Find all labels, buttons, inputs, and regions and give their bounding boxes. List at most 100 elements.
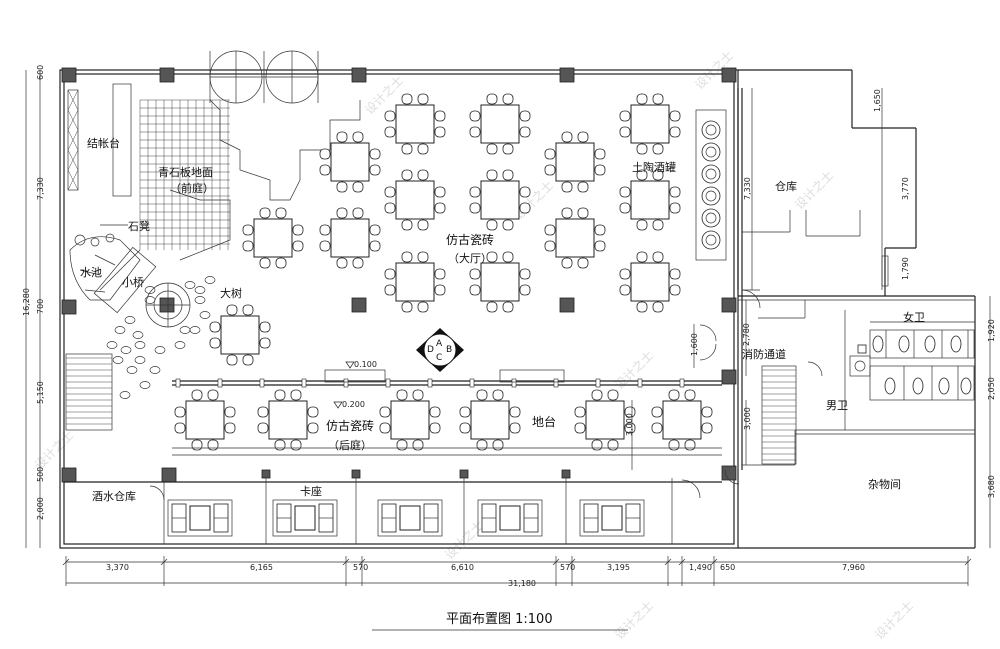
pebble xyxy=(139,381,151,389)
chair xyxy=(417,219,429,231)
table-top xyxy=(480,104,520,144)
chair xyxy=(619,186,631,198)
chair xyxy=(469,202,481,214)
chair xyxy=(401,93,413,105)
booth-set xyxy=(579,499,645,537)
dim-m3: 3,000 xyxy=(743,407,752,430)
chair xyxy=(652,169,664,181)
label-back-tile: 仿古瓷砖 xyxy=(326,418,374,433)
toilet-bowl xyxy=(950,335,962,353)
dim-b3: 6,610 xyxy=(451,563,474,572)
chair xyxy=(607,439,619,451)
chair xyxy=(669,202,681,214)
dim-r4: 2,050 xyxy=(987,377,996,400)
chair xyxy=(224,406,236,418)
chair xyxy=(401,143,413,155)
chair xyxy=(259,337,271,349)
chair xyxy=(651,406,663,418)
dim-total: 31,180 xyxy=(508,579,536,588)
chair xyxy=(191,389,203,401)
entrance-doors xyxy=(209,50,319,104)
booth-set xyxy=(377,499,443,537)
chair xyxy=(486,251,498,263)
chair xyxy=(652,219,664,231)
chair xyxy=(417,93,429,105)
chair xyxy=(384,126,396,138)
chair xyxy=(502,169,514,181)
chair xyxy=(624,406,636,418)
dining-table-set xyxy=(574,389,636,451)
dim-r3: 1,920 xyxy=(987,319,996,342)
wine-jar-mouth xyxy=(705,146,717,158)
booth-partitions xyxy=(64,478,722,544)
toilet-bowl xyxy=(872,335,884,353)
toilet-bowl xyxy=(898,335,910,353)
pebble xyxy=(144,286,156,294)
booths xyxy=(167,499,645,537)
marker-d: D xyxy=(427,345,434,355)
chair xyxy=(384,186,396,198)
chair xyxy=(519,284,531,296)
label-bridge: 小桥 xyxy=(122,276,144,289)
dim-b6: 1,490 xyxy=(689,563,712,572)
garden xyxy=(69,224,216,399)
label-liquor-store: 酒水仓库 xyxy=(92,489,136,503)
wine-jar-mouth xyxy=(705,234,717,246)
wine-jar-mouth xyxy=(705,190,717,202)
chair xyxy=(336,131,348,143)
table-top xyxy=(395,262,435,302)
wine-jar xyxy=(701,208,721,228)
dining-table-set xyxy=(174,389,236,451)
watermark: 设计之士 xyxy=(32,428,76,472)
chair xyxy=(652,301,664,313)
chair xyxy=(319,224,331,236)
chair xyxy=(684,439,696,451)
wine-jar xyxy=(701,120,721,140)
booth-table xyxy=(601,505,623,531)
main-building-outline xyxy=(59,69,739,549)
chair xyxy=(502,93,514,105)
chair xyxy=(577,131,589,143)
chair xyxy=(652,143,664,155)
chair xyxy=(417,169,429,181)
label-stone-bench: 石凳 xyxy=(128,219,150,233)
chair xyxy=(636,143,648,155)
chair xyxy=(207,389,219,401)
booth-table xyxy=(294,505,316,531)
dining-table-set xyxy=(384,169,446,231)
chair xyxy=(509,406,521,418)
table-top xyxy=(480,262,520,302)
chair xyxy=(561,257,573,269)
dim-l3: 700 xyxy=(36,299,45,314)
dim-r2: 1,790 xyxy=(901,257,910,280)
label-fire-passage: 消防通道 xyxy=(742,347,786,361)
rail-post xyxy=(679,378,685,388)
dim-b4: 570 xyxy=(560,563,575,572)
table-top xyxy=(630,262,670,302)
chair xyxy=(396,389,408,401)
dim-m2: 1,600 xyxy=(690,333,699,356)
basin-sink xyxy=(854,360,866,372)
label-back-court: （后庭） xyxy=(328,438,372,452)
chair xyxy=(636,93,648,105)
chair xyxy=(396,439,408,451)
mid-dimensions: 7,330 2,780 1,600 3,000 3,000 xyxy=(625,88,753,465)
abcd-marker: A B C D xyxy=(416,328,464,372)
pond xyxy=(69,236,141,301)
dining-table-set xyxy=(242,207,304,269)
chair xyxy=(607,389,619,401)
stone-grid xyxy=(139,99,230,250)
chair xyxy=(401,219,413,231)
chair xyxy=(379,422,391,434)
rail-post xyxy=(469,378,475,388)
wine-jar-mouth xyxy=(705,168,717,180)
pebble xyxy=(144,296,156,304)
table-top xyxy=(555,218,595,258)
bottom-dimensions: 3,370 6,165 570 6,610 570 3,195 1,490 65… xyxy=(62,556,972,588)
chair xyxy=(519,186,531,198)
chair xyxy=(434,284,446,296)
chair xyxy=(591,389,603,401)
marker-c: C xyxy=(436,353,442,363)
dining-table-set xyxy=(319,131,381,193)
chair xyxy=(319,164,331,176)
